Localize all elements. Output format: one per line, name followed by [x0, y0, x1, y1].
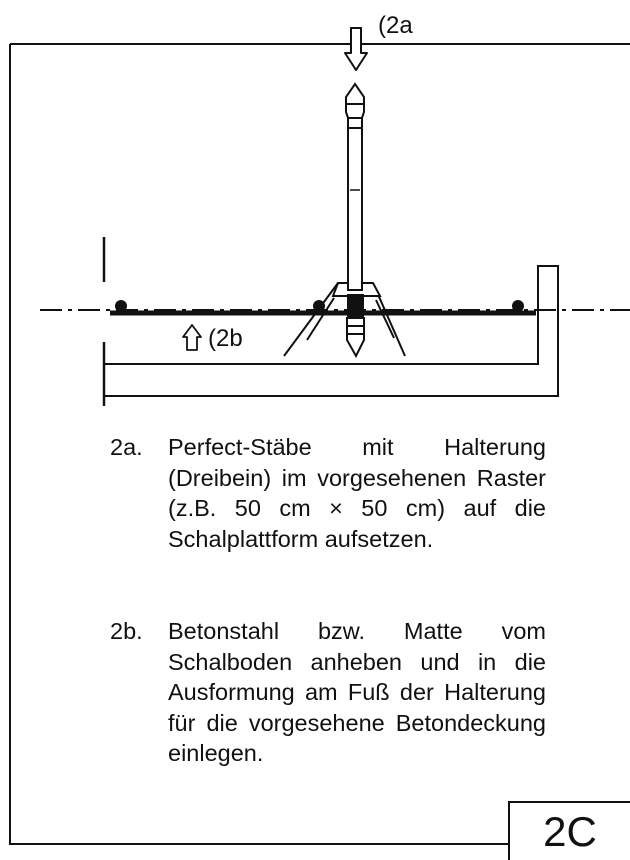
rod-tip	[345, 82, 365, 119]
step-2a: 2a. Perfect-Stäbe mit Halterung (Dreibei…	[110, 432, 546, 554]
rebar-section	[512, 300, 524, 312]
rod-clamp	[347, 294, 364, 318]
callout-2a: (2a	[378, 12, 413, 39]
step-number: 2a.	[110, 434, 143, 460]
down-arrow-icon	[344, 27, 368, 71]
step-number: 2b.	[110, 618, 143, 644]
rebar-section	[115, 300, 127, 312]
up-arrow-icon	[182, 324, 202, 351]
step-2b: 2b. Betonstahl bzw. Matte vom Schalboden…	[110, 616, 546, 769]
tripod-holder	[283, 282, 406, 357]
panel-frame	[9, 43, 630, 845]
panel-label: 2C	[508, 801, 630, 860]
formwork-base	[103, 265, 559, 397]
rod-foot	[346, 317, 365, 359]
step-text: Betonstahl bzw. Matte vom Schalboden anh…	[168, 618, 546, 767]
callout-2b: (2b	[208, 325, 243, 352]
perfect-rod	[347, 117, 363, 291]
step-text: Perfect-Stäbe mit Halterung (Dreibein) i…	[168, 434, 546, 552]
